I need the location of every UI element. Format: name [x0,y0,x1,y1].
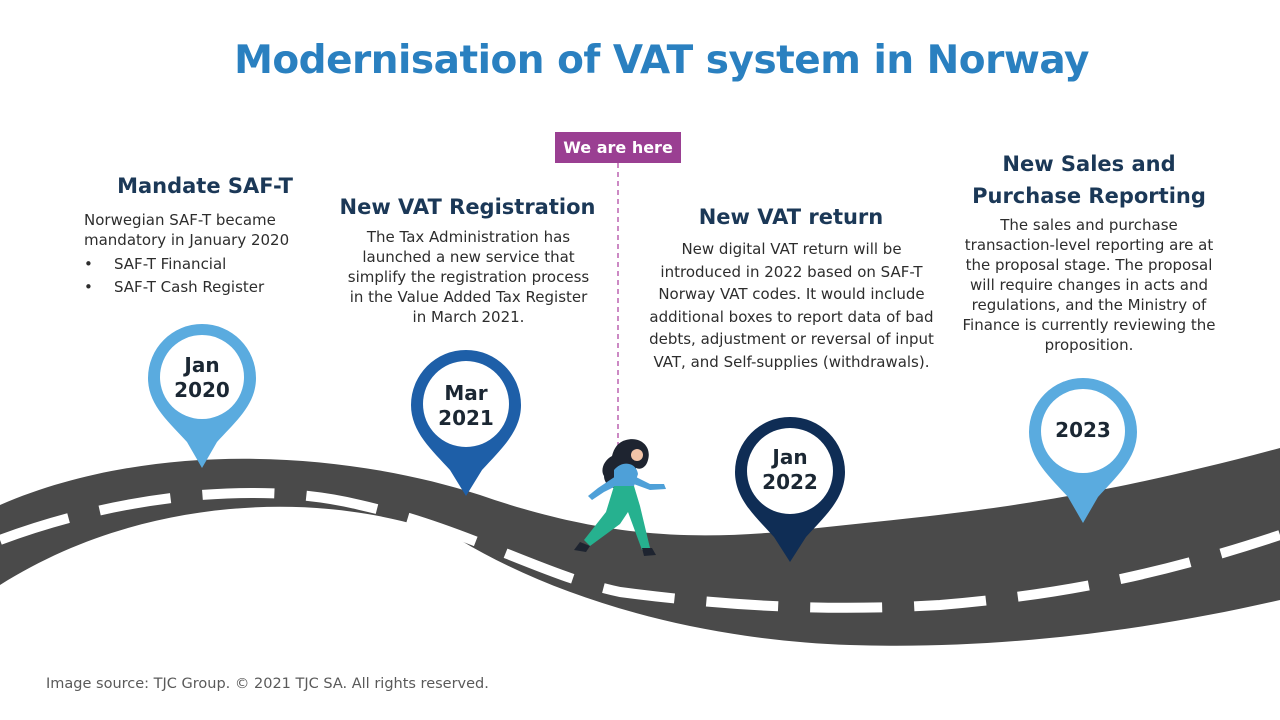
milestone-heading: New Sales and Purchase Reporting [960,148,1218,212]
bullet-icon: • [84,253,93,276]
pin-label-jan-2020: Jan 2020 [147,353,257,403]
milestone-description: The Tax Administration has launched a ne… [341,227,596,327]
pin-label-2023: 2023 [1028,418,1138,443]
we-are-here-badge: We are here [555,132,681,163]
milestone-description: New digital VAT return will be introduce… [648,238,935,373]
bullet-icon: • [84,276,93,299]
list-item: •SAF-T Cash Register [84,276,324,299]
pin-label-year: 2020 [147,378,257,403]
pin-label-month: Jan [147,353,257,378]
pin-label-year: 2021 [411,406,521,431]
pin-label-month: Jan [735,445,845,470]
pin-label-jan-2022: Jan 2022 [735,445,845,495]
image-source-footer: Image source: TJC Group. © 2021 TJC SA. … [46,676,489,692]
milestone-description: The sales and purchase transaction-level… [958,215,1220,355]
pin-label-year: 2022 [735,470,845,495]
pin-label-mar-2021: Mar 2021 [411,381,521,431]
pin-label-year: 2023 [1028,418,1138,443]
list-item: •SAF-T Financial [84,253,324,276]
pin-label-month: Mar [411,381,521,406]
milestone-heading: New VAT Registration [335,191,600,223]
milestone-heading: New VAT return [650,201,932,233]
milestone-description: Norwegian SAF-T became mandatory in Janu… [84,210,324,250]
milestone-bullet-list: •SAF-T Financial •SAF-T Cash Register [84,253,324,299]
milestone-heading: Mandate SAF-T [80,170,330,202]
